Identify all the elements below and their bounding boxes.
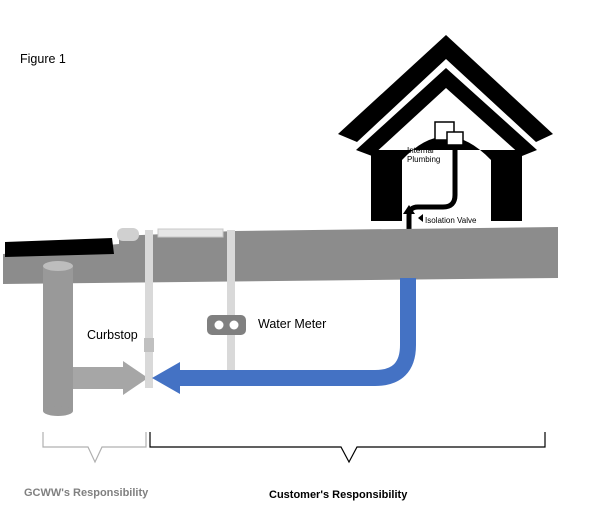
curbstop-riser [144,230,154,388]
customer-responsibility-label: Customer's Responsibility [269,489,408,501]
street [5,238,114,257]
figure-label: Figure 1 [20,52,66,66]
house-body [371,136,522,221]
gcww-responsibility-label: GCWW's Responsibility [24,487,149,499]
internal-plumbing [403,121,464,230]
gcww-bracket [42,432,147,464]
meter-pit-lid [157,228,224,238]
water-meter-label: Water Meter [258,317,326,331]
house-roof [338,35,553,156]
main-to-curbstop-arrow [73,361,148,395]
curbstop-label: Curbstop [87,328,138,342]
internal-plumbing-label-line1: Internal [407,146,434,155]
service-line [152,278,416,394]
customer-bracket [149,432,546,464]
ground [3,227,558,284]
internal-plumbing-label-line2: Plumbing [407,155,440,164]
water-meter-icon [207,315,246,335]
curb-box-cap [117,228,139,241]
isolation-valve-label: Isolation Valve [425,216,477,225]
isolation-valve [418,214,423,222]
water-main [43,261,73,416]
meter-riser [227,230,235,370]
